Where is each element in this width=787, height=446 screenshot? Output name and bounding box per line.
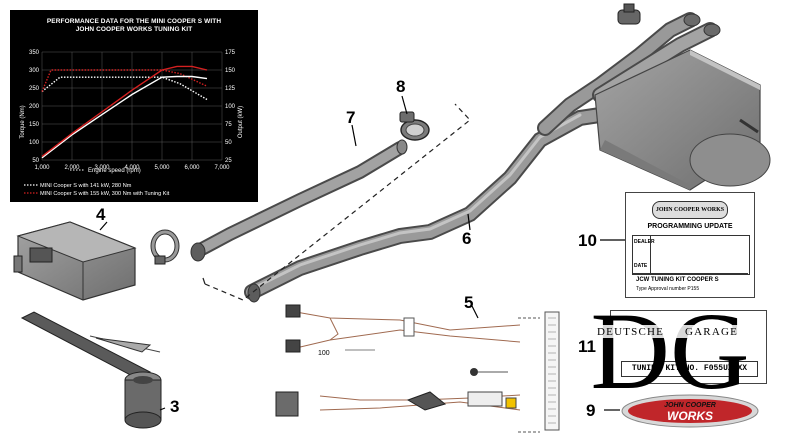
chart-title: PERFORMANCE DATA FOR THE MINI COOPER S W… [10,18,258,34]
label10-line2: Type Approval number P155 [636,286,700,292]
callout-10: 10 [578,231,597,250]
chart-series [41,65,208,159]
clamp-icon [617,3,641,25]
label10-heading: PROGRAMMING UPDATE [647,223,733,230]
y-tick-label-left: 150 [29,122,40,128]
callout-9: 9 [586,401,596,420]
programming-update-label: JOHN COOPER WORKS PROGRAMMING UPDATE DEA… [625,192,755,298]
label11-text: TUNING KIT NO. F055UXXXX [621,361,758,377]
tuning-kit-number-label: TUNING KIT NO. F055UXXXX [610,310,767,384]
pipe-clamp-ring [150,229,180,265]
label10-field-date: DATE [634,263,648,269]
chart-ticks: 1,000 2,000 3,000 4,000 5,000 6,000 7,000 50 25 1… [29,50,236,171]
legend-item-standard: MINI Cooper S with 141 kW, 280 Nm [40,183,132,189]
label10-field-dealer: DEALER [634,239,655,245]
performance-chart: PERFORMANCE DATA FOR THE MINI COOPER S W… [10,10,258,202]
chart-title-line2: JOHN COOPER WORKS TUNING KIT [75,26,193,33]
harness-dimension-label: 100 [318,350,330,357]
badge-line2: WORKS [667,409,713,423]
callout-11: 11 [578,337,596,356]
series-line-output-tuning-kit [41,65,208,157]
pipe-part-7 [190,139,408,262]
connector-pin-labels [548,317,556,424]
x-tick-label: 7,000 [214,165,230,171]
exhaust-system-part-6 [244,3,771,303]
assembly-bracket-line [204,103,471,301]
leader-lines [99,95,625,411]
chart-xlabel-row: Engine speed (rpm) [70,168,141,174]
y-tick-label-left: 200 [29,104,40,110]
chart-legend: MINI Cooper S with 141 kW, 280 Nm MINI C… [24,183,170,197]
chart-title-line1: PERFORMANCE DATA FOR THE MINI COOPER S W… [46,18,222,25]
chart-grid [41,51,223,161]
x-tick-label: 1,000 [34,165,50,171]
y-tick-label-right: 150 [225,68,236,74]
callout-8: 8 [396,77,406,96]
chart-xlabel: Engine speed (rpm) [88,168,141,174]
x-tick-label: 4,000 [124,165,140,171]
callout-3: 3 [170,397,180,416]
series-line-torque-standard [41,76,208,101]
x-tick-label: 2,000 [64,165,80,171]
x-tick-label: 6,000 [184,165,200,171]
wiring-harness-part-5: 100 [275,304,560,433]
legend-item-tuning-kit: MINI Cooper S with 155 kW, 300 Nm with T… [40,191,170,197]
y-tick-label-left: 100 [29,140,40,146]
x-tick-label: 3,000 [94,165,110,171]
jcw-badge-part-9: JOHN COOPER WORKS [621,394,759,428]
jcw-logo-small: JOHN COOPER WORKS [652,201,728,219]
y-tick-label-left: 350 [29,50,40,56]
chart-plot: 1,000 2,000 3,000 4,000 5,000 6,000 7,000 50 25 1… [20,50,244,197]
y-tick-label-left: 250 [29,86,40,92]
y-tick-label-right: 75 [225,122,232,128]
callout-5: 5 [464,293,474,312]
y-tick-label-right: 50 [225,140,232,146]
callout-7: 7 [346,108,356,127]
y-tick-label-right: 125 [225,86,236,92]
tool-part-3 [20,311,162,429]
chart-ylabel-left: Torque (Nm) [20,105,26,138]
label10-line1: JCW TUNING KIT COOPER S [636,277,719,283]
y-tick-label-right: 175 [225,50,236,56]
control-module-part-4 [13,221,137,301]
badge-line1: JOHN COOPER [664,402,716,409]
y-tick-label-left: 300 [29,68,40,74]
chart-ylabel-right: Output (kW) [238,106,244,138]
y-tick-label-left: 50 [32,158,39,164]
y-tick-label-right: 25 [225,158,232,164]
series-line-output-standard [41,75,208,159]
y-tick-label-right: 100 [225,104,236,110]
x-tick-label: 5,000 [154,165,170,171]
clamp-part-8 [399,111,430,141]
callout-6: 6 [462,229,472,248]
callout-4: 4 [96,205,106,224]
